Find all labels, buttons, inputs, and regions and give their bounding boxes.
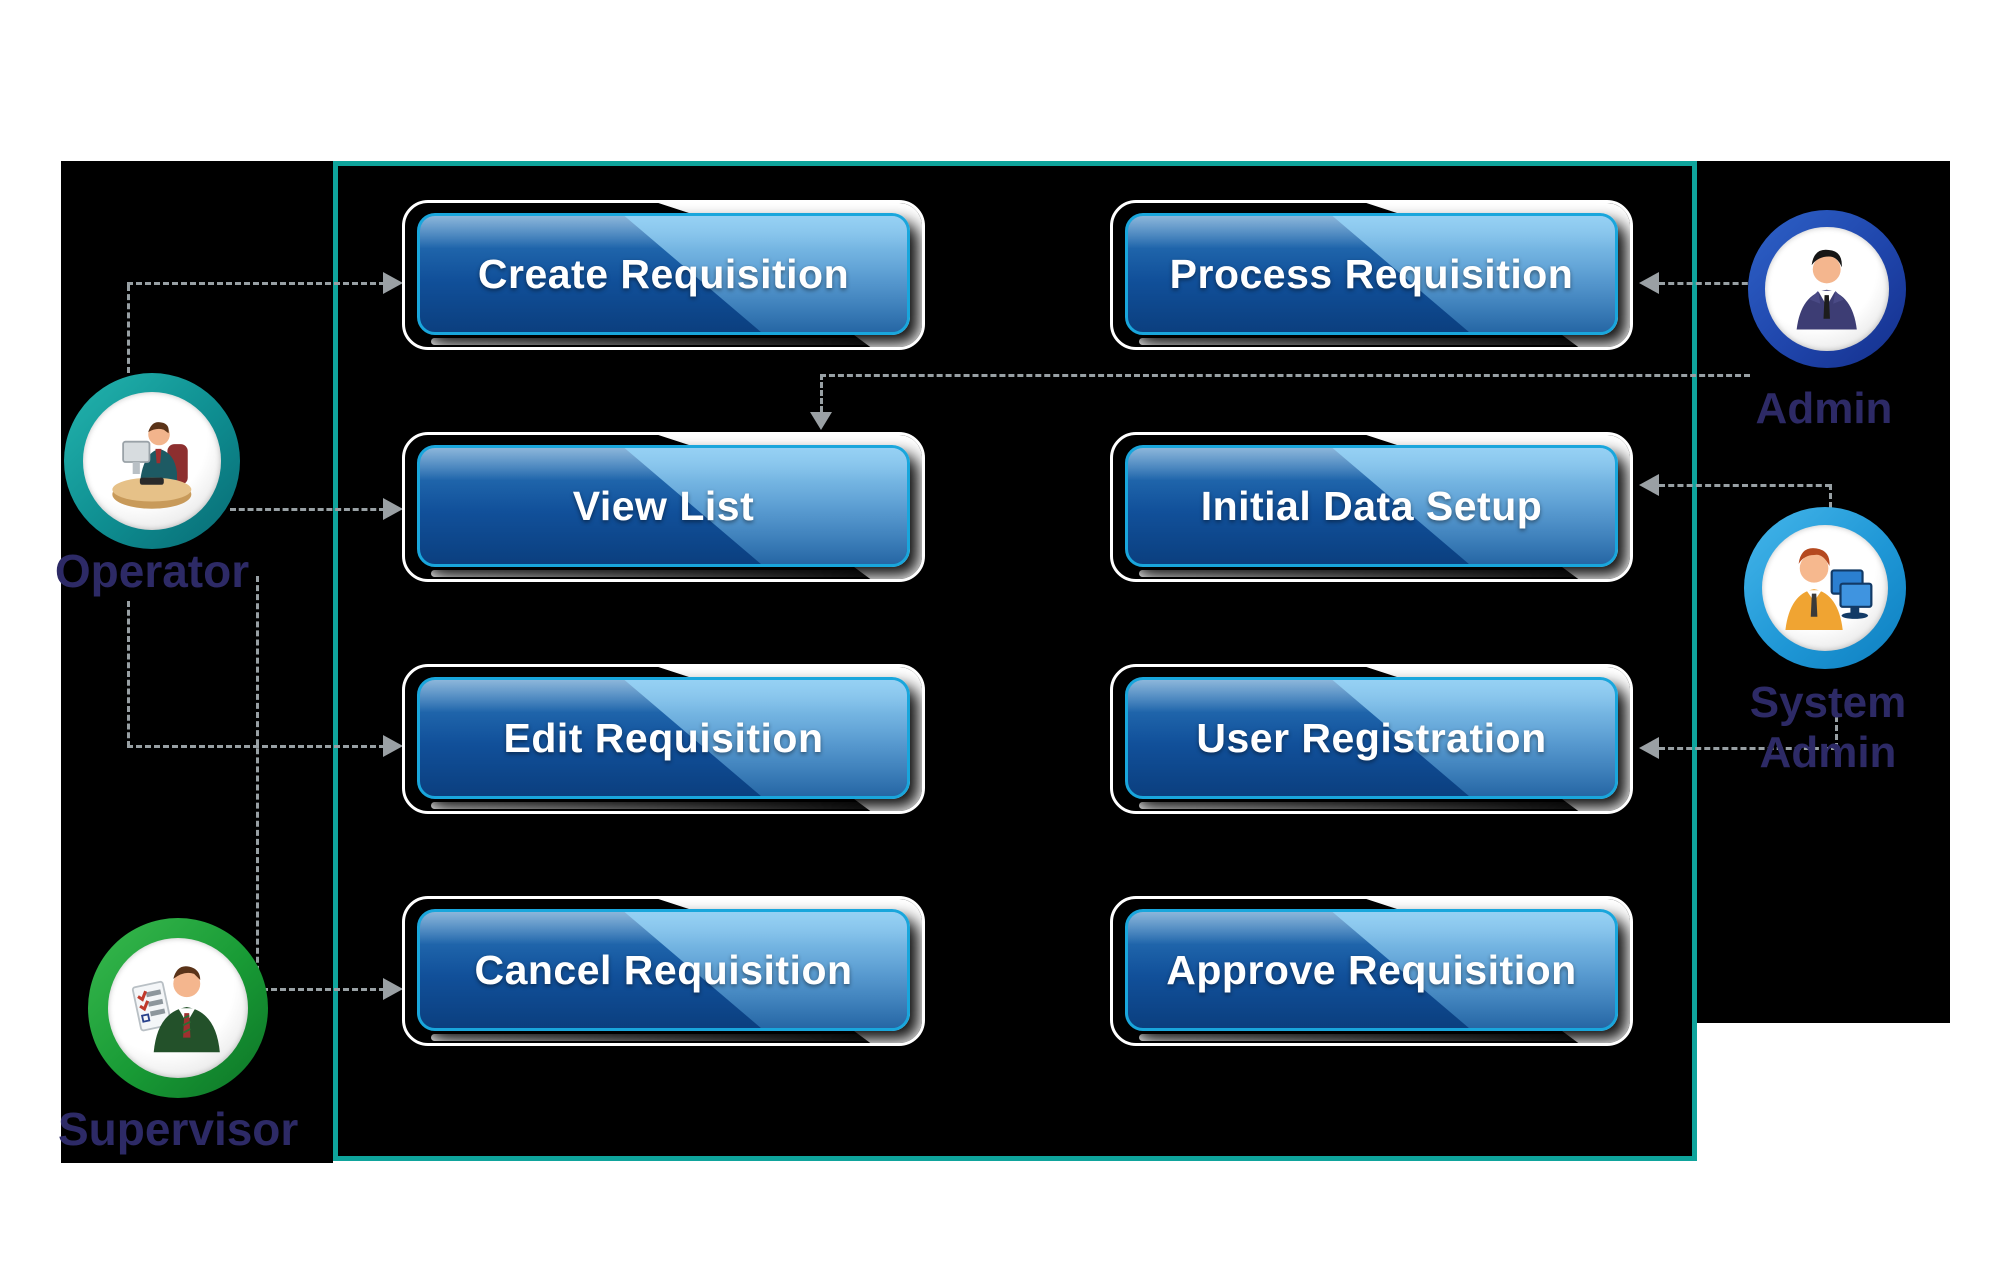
use-case-cancel-requisition: Cancel Requisition (402, 896, 925, 1046)
arrowhead-process-requisition-icon (1639, 272, 1659, 294)
connector-operator-viewlist (230, 508, 385, 511)
admin-person-icon (1796, 250, 1858, 330)
approve-requisition-button: Approve Requisition (1125, 909, 1618, 1031)
user-registration-button: User Registration (1125, 677, 1618, 799)
connector-sysadmin-ur-horizontal (1659, 747, 1837, 750)
supervisor-label: Supervisor (58, 1103, 299, 1155)
approve-requisition-label: Approve Requisition (1166, 946, 1577, 993)
view-list-button: View List (417, 445, 910, 567)
create-requisition-label: Create Requisition (477, 250, 850, 297)
edit-requisition-button: Edit Requisition (417, 677, 910, 799)
operator-person-icon (112, 422, 192, 509)
connector-admin-process (1659, 282, 1757, 285)
supervisor-person-icon (131, 966, 220, 1053)
arrowhead-user-registration-icon (1639, 737, 1659, 759)
user-registration-label: User Registration (1196, 714, 1547, 761)
arrowhead-initial-data-setup-icon (1639, 474, 1659, 496)
use-case-approve-requisition: Approve Requisition (1110, 896, 1633, 1046)
connector-admin-viewlist-vertical (820, 374, 823, 412)
connector-sysadmin-ids-horizontal (1659, 484, 1831, 487)
use-case-edit-requisition: Edit Requisition (402, 664, 925, 814)
operator-avatar (64, 373, 240, 549)
connector-sysadmin-ids-vertical (1829, 484, 1832, 508)
edit-requisition-label: Edit Requisition (503, 714, 824, 761)
cancel-requisition-button: Cancel Requisition (417, 909, 910, 1031)
arrowhead-view-list-icon (383, 498, 403, 520)
connector-operator-create-vertical (127, 285, 130, 373)
connector-operator-cancel-vertical (256, 576, 259, 990)
initial-data-setup-label: Initial Data Setup (1200, 482, 1543, 529)
connector-operator-create-horizontal (127, 282, 385, 285)
cancel-requisition-label: Cancel Requisition (474, 946, 853, 993)
initial-data-setup-button: Initial Data Setup (1125, 445, 1618, 567)
use-case-view-list: View List (402, 432, 925, 582)
arrowhead-edit-requisition-icon (383, 735, 403, 757)
system-admin-label: System Admin (1749, 678, 1907, 777)
admin-avatar (1748, 210, 1906, 368)
use-case-create-requisition: Create Requisition (402, 200, 925, 350)
use-case-initial-data-setup: Initial Data Setup (1110, 432, 1633, 582)
connector-admin-viewlist-horizontal (820, 374, 1750, 377)
process-requisition-button: Process Requisition (1125, 213, 1618, 335)
admin-avatar-inner (1765, 227, 1889, 351)
arrowhead-create-requisition-icon (383, 272, 403, 294)
process-requisition-label: Process Requisition (1169, 250, 1574, 297)
arrowhead-cancel-requisition-icon (383, 978, 403, 1000)
operator-label: Operator (54, 545, 250, 597)
connector-sysadmin-ur-vertical (1835, 716, 1838, 749)
supervisor-avatar (88, 918, 268, 1098)
use-case-process-requisition: Process Requisition (1110, 200, 1633, 350)
connector-operator-edit-vertical (127, 601, 130, 747)
admin-label: Admin (1755, 384, 1893, 433)
connector-supervisor-cancel (262, 988, 385, 991)
create-requisition-button: Create Requisition (417, 213, 910, 335)
use-case-user-registration: User Registration (1110, 664, 1633, 814)
arrowhead-viewlist-down-icon (810, 412, 832, 430)
view-list-label: View List (572, 482, 755, 529)
system-admin-avatar (1744, 507, 1906, 669)
system-admin-person-icon (1785, 548, 1873, 630)
